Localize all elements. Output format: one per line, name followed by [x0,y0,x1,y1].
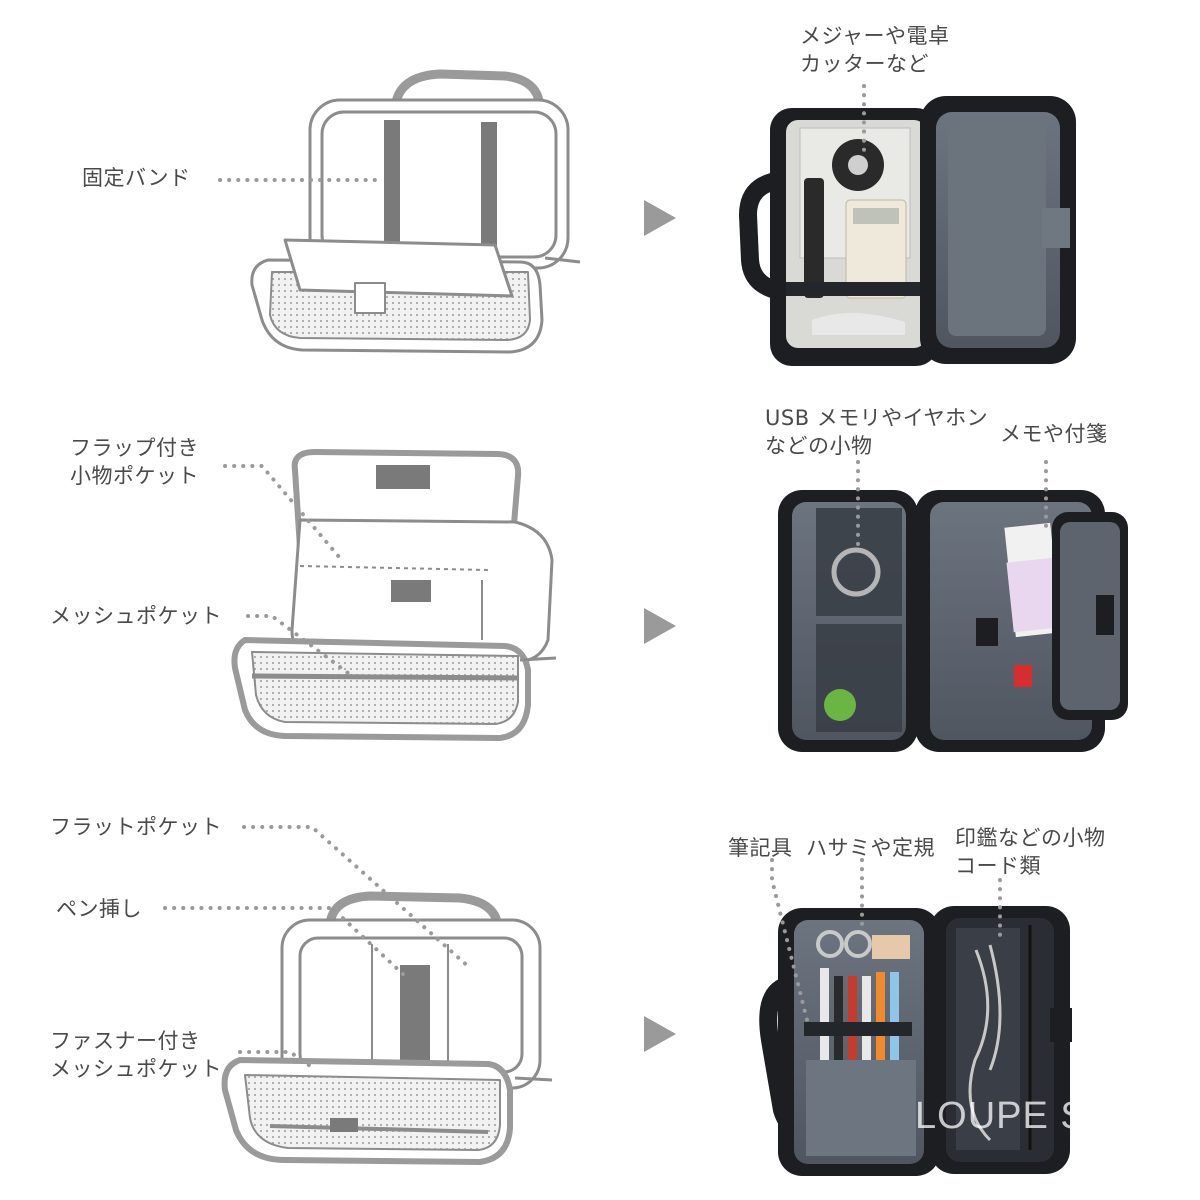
sketch-case-1 [250,69,581,354]
label-line: カッターなど [800,52,929,76]
label-line: 印鑑などの小物 [955,826,1106,850]
label-scissors-ruler: ハサミや定規 [806,834,935,862]
label-line: などの小物 [765,434,873,458]
photo-case-3 [759,906,1072,1176]
label-line: USB メモリやイヤホン [765,406,989,430]
label-fixed-band: 固定バンド [82,164,191,192]
play-arrow-icon [644,1016,676,1052]
label-seal-cables: 印鑑などの小物 コード類 [955,824,1106,880]
play-arrow-icon [644,608,676,644]
label-flap-pocket: フラップ付き 小物ポケット [70,434,199,490]
label-text: メモや付箋 [1000,422,1108,446]
label-pen-holder: ペン挿し [56,895,142,923]
photo-case-2 [778,490,1128,752]
label-text: 筆記具 [728,836,793,860]
play-arrow-icon [644,200,676,236]
label-usb-earphones: USB メモリやイヤホン などの小物 [765,404,988,460]
label-line: メッシュポケット [50,1057,222,1081]
label-zip-mesh-pocket: ファスナー付き メッシュポケット [50,1027,222,1083]
label-text: メッシュポケット [50,604,222,628]
label-text: 固定バンド [82,166,191,190]
label-line: 小物ポケット [70,464,199,488]
photo-case-1 [738,96,1076,366]
sketch-case-2 [231,449,557,741]
label-writing-tools: 筆記具 [728,834,793,862]
leader-lines [163,84,1048,1072]
label-memo-sticky: メモや付箋 [1000,420,1108,448]
label-text: ペン挿し [56,897,142,921]
label-text: フラットポケット [50,815,222,839]
label-line: メジャーや電卓 [800,24,950,48]
sketch-case-3 [221,891,553,1165]
watermark: LOUPE STUDIO [915,1095,1200,1137]
label-line: フラップ付き [70,436,199,460]
label-flat-pocket: フラットポケット [50,813,222,841]
label-line: ファスナー付き [50,1029,201,1053]
label-line: コード類 [955,854,1041,878]
label-text: ハサミや定規 [806,836,935,860]
label-mesh-pocket: メッシュポケット [50,602,222,630]
label-measure-calculator: メジャーや電卓 カッターなど [800,22,949,78]
